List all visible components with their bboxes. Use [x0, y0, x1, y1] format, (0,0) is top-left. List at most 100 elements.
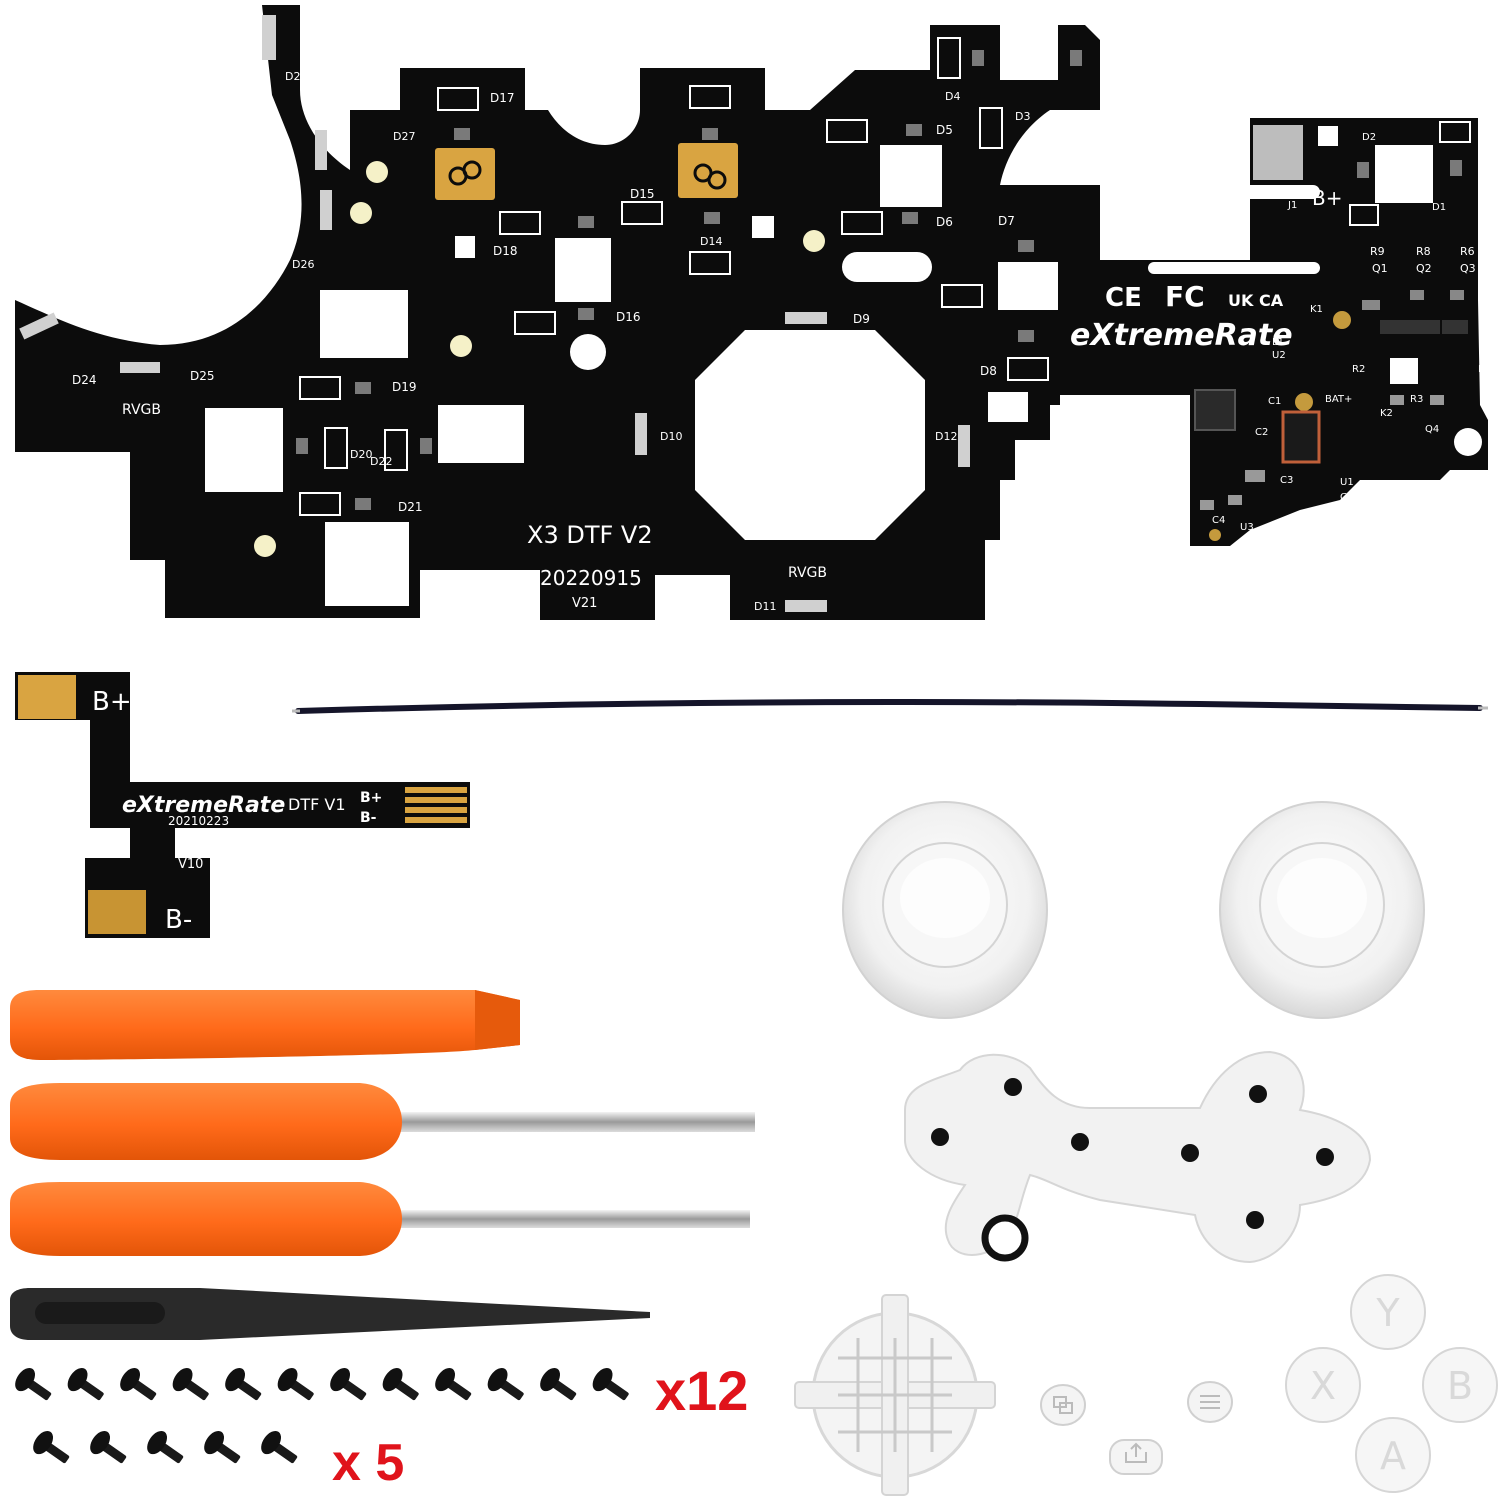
screw-icon — [540, 1367, 577, 1401]
flex-board-outline — [15, 672, 470, 938]
d2-label: D2 — [1362, 132, 1376, 143]
power-circuit — [1194, 290, 1468, 510]
u1-label: U1 — [1340, 477, 1354, 488]
t8-screwdriver — [10, 1083, 755, 1160]
screw-icon — [261, 1430, 298, 1464]
d4-label: D4 — [945, 90, 960, 103]
t6-screwdriver — [10, 1182, 750, 1256]
view-button — [1040, 1384, 1086, 1426]
d26-label: D26 — [292, 258, 314, 271]
button-letter-b: B — [1447, 1364, 1473, 1408]
mounting-dots — [254, 161, 1351, 557]
screwdriver-icon — [10, 1083, 402, 1160]
flex-model-label: DTF V1 — [288, 795, 346, 814]
quantity-x5-label: x 5 — [332, 1434, 404, 1492]
c4-label: C4 — [1212, 515, 1225, 526]
u2-label: U2 — [1272, 350, 1286, 361]
d27-label: D27 — [393, 130, 415, 143]
screw-icon — [120, 1367, 157, 1401]
screwdriver-shaft — [395, 1112, 755, 1132]
rgb-label: RVGB — [788, 565, 827, 581]
screw-icon — [172, 1367, 209, 1401]
ukca-mark: UK CA — [1228, 291, 1284, 310]
face-button-x: X — [1285, 1347, 1361, 1423]
screwdriver-shaft — [395, 1210, 750, 1228]
quantity-x12-label: x12 — [655, 1359, 748, 1422]
screw-icon — [33, 1430, 70, 1464]
bat-plus-label: BAT+ — [1325, 394, 1352, 405]
d25-label: D25 — [190, 369, 215, 383]
board-cutouts — [205, 25, 1482, 606]
bat-minus-label: BAT- — [1240, 537, 1262, 548]
c1-label: C1 — [1268, 396, 1281, 407]
thumbstick-right — [1219, 801, 1425, 1019]
pry-tool — [10, 990, 520, 1060]
screws-row-5 — [33, 1430, 298, 1464]
d24-label: D24 — [72, 373, 97, 387]
screw-icon — [435, 1367, 472, 1401]
screw-icon — [67, 1367, 104, 1401]
flex-bminus-small: B- — [360, 810, 377, 826]
battery-flex-board: B+ B- eXtremeRate DTF V1 20210223 V10 B+… — [15, 672, 470, 938]
c6-label: C6 — [1280, 524, 1293, 535]
d18-label: D18 — [493, 244, 518, 258]
flex-pad-top — [18, 675, 76, 719]
screw-icon — [592, 1367, 629, 1401]
d12-label: D12 — [935, 430, 957, 443]
screw-icon — [204, 1430, 241, 1464]
screw-icon — [382, 1367, 419, 1401]
screw-icon — [225, 1367, 262, 1401]
pad-b-minus-label: B- — [1318, 124, 1339, 148]
gnd-label: GND — [1340, 492, 1363, 503]
main-board-outline — [15, 5, 1488, 620]
flex-version-label: V10 — [178, 857, 203, 872]
d9-label: D9 — [853, 312, 870, 326]
flex-pad-contacts — [405, 787, 467, 823]
d19-label: D19 — [392, 380, 417, 394]
flex-brand-label: eXtremeRate — [122, 793, 285, 818]
screws-row-12 — [15, 1367, 629, 1401]
d11-label: D11 — [754, 600, 776, 613]
tweezers — [10, 1288, 650, 1340]
led-footprints — [299, 37, 1471, 516]
d8-label: D8 — [980, 364, 997, 378]
d3-label: D3 — [1015, 110, 1030, 123]
q2-label: Q2 — [1416, 262, 1432, 275]
board-date-label: 20220915 — [540, 566, 642, 590]
flex-date-label: 20210223 — [168, 814, 229, 828]
q4-label: Q4 — [1425, 424, 1439, 435]
flex-pad-bottom — [88, 890, 146, 934]
ce-mark: CE — [1105, 283, 1142, 313]
button-letter-a: A — [1380, 1434, 1406, 1478]
share-button — [1109, 1439, 1163, 1475]
menu-button — [1187, 1381, 1233, 1423]
r2-label: R2 — [1352, 364, 1365, 375]
screw-icon — [487, 1367, 524, 1401]
flex-b-minus-label: B- — [165, 905, 192, 935]
r9-label: R9 — [1370, 245, 1385, 258]
r1-label: R1 — [1478, 364, 1491, 375]
d1-label: D1 — [1432, 202, 1446, 213]
d6-label: D6 — [936, 215, 953, 229]
q1-label: Q1 — [1372, 262, 1388, 275]
d15-label: D15 — [630, 187, 655, 201]
conductive-rubber-pad — [904, 1050, 1372, 1264]
rgb-label: RVGB — [122, 402, 161, 418]
board-brand-label: eXtremeRate — [1070, 318, 1293, 353]
rgb-connectors — [19, 15, 1303, 612]
d7-label: D7 — [998, 214, 1015, 228]
r6-label: R6 — [1460, 245, 1475, 258]
u3-label: U3 — [1240, 522, 1254, 533]
d21-label: D21 — [398, 500, 423, 514]
d10-label: D10 — [660, 430, 682, 443]
d17-label: D17 — [490, 91, 515, 105]
q3-label: Q3 — [1460, 262, 1476, 275]
screwdriver-icon — [10, 1182, 402, 1256]
k1-label: K1 — [1310, 304, 1323, 315]
face-button-a: A — [1355, 1417, 1431, 1493]
screw-icon — [277, 1367, 314, 1401]
button-letter-x: X — [1310, 1364, 1336, 1408]
thumbstick-left — [842, 801, 1048, 1019]
k2-label: K2 — [1380, 408, 1393, 419]
screw-icon — [147, 1430, 184, 1464]
